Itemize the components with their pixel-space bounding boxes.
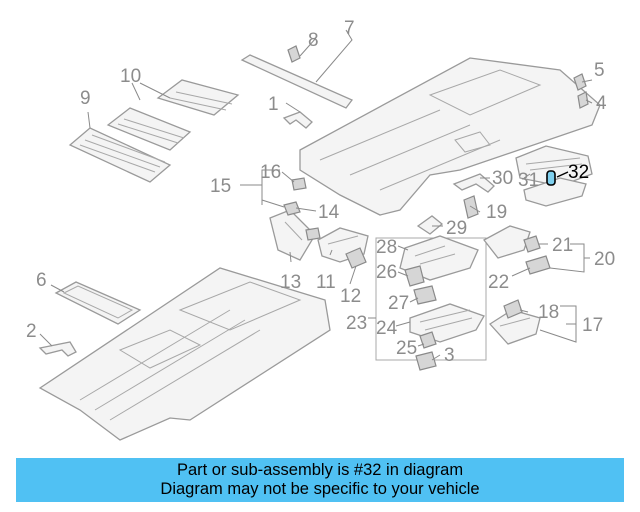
- sunroof-glass: [54, 281, 142, 325]
- callout-9: 9: [80, 88, 91, 109]
- callout-13: 13: [280, 272, 301, 293]
- parts-diagram: 1 2 3 4 5 6 7 8 9 10 11 12 13 14 15 16 1…: [26, 18, 615, 441]
- callout-17: 17: [582, 315, 603, 336]
- headliner-upper: [299, 57, 601, 216]
- clip-14: [283, 201, 301, 216]
- callout-16: 16: [260, 162, 281, 183]
- console-box-outline: [375, 237, 487, 361]
- callout-27: 27: [388, 293, 409, 314]
- callout-25: 25: [396, 338, 417, 359]
- callout-15: 15: [210, 176, 231, 197]
- callout-29: 29: [446, 218, 467, 239]
- callout-10: 10: [120, 66, 141, 87]
- clip-21: [523, 235, 541, 253]
- handle-30: [452, 173, 495, 193]
- grab-handle-upper: [282, 111, 313, 129]
- lamp-lens: [523, 177, 587, 207]
- callout-8: 8: [308, 30, 319, 51]
- part-32-highlighted[interactable]: [546, 170, 556, 186]
- clip-5: [573, 73, 587, 91]
- callout-labels: 1 2 3 4 5 6 7 8 9 10 11 12 13 14 15 16 1…: [26, 18, 615, 366]
- lamp-bulb-12: [345, 247, 367, 269]
- grab-handle-lower: [38, 341, 77, 357]
- callout-23: 23: [346, 313, 367, 334]
- lamp-20: [483, 225, 531, 259]
- banner-line-1: Part or sub-assembly is #32 in diagram: [176, 461, 464, 479]
- bulb-18: [503, 299, 523, 319]
- clip-4: [577, 91, 589, 109]
- clip-8: [287, 45, 301, 63]
- panel-10b: [156, 79, 240, 116]
- callout-7: 7: [344, 18, 355, 39]
- roof-trim-strip: [240, 54, 354, 109]
- bracket-26: [404, 265, 425, 287]
- callout-26: 26: [376, 262, 397, 283]
- banner-line-2: Diagram may not be specific to your vehi…: [160, 480, 480, 498]
- callout-20: 20: [594, 249, 615, 270]
- clip-3: [415, 351, 437, 371]
- callout-6: 6: [36, 270, 47, 291]
- headliner-lower: [38, 267, 331, 441]
- callout-31: 31: [518, 170, 539, 191]
- callout-30: 30: [492, 168, 513, 189]
- callout-5: 5: [594, 60, 605, 81]
- clip-16: [291, 177, 307, 191]
- cap-29: [416, 215, 444, 235]
- callout-32: 32: [568, 162, 589, 183]
- callout-11: 11: [316, 272, 336, 293]
- callout-2: 2: [26, 321, 37, 342]
- callout-28: 28: [376, 237, 397, 258]
- callout-3: 3: [444, 345, 455, 366]
- callout-4: 4: [596, 93, 607, 114]
- callout-21: 21: [552, 235, 573, 256]
- callout-14: 14: [318, 202, 340, 223]
- callout-1: 1: [268, 94, 279, 115]
- info-banner: Part or sub-assembly is #32 in diagram D…: [16, 458, 624, 502]
- console-24: [409, 303, 485, 343]
- dome-lamp-31: [515, 145, 593, 187]
- panel-10a: [106, 107, 192, 151]
- clip-sunvisor: [305, 227, 321, 241]
- callout-24: 24: [376, 318, 398, 339]
- callout-22: 22: [488, 272, 509, 293]
- callout-12: 12: [340, 286, 361, 307]
- callout-18: 18: [538, 302, 559, 323]
- connector-22: [525, 255, 551, 275]
- bracket-27: [413, 285, 437, 305]
- leader-lines: [39, 29, 593, 361]
- callout-19: 19: [486, 202, 507, 223]
